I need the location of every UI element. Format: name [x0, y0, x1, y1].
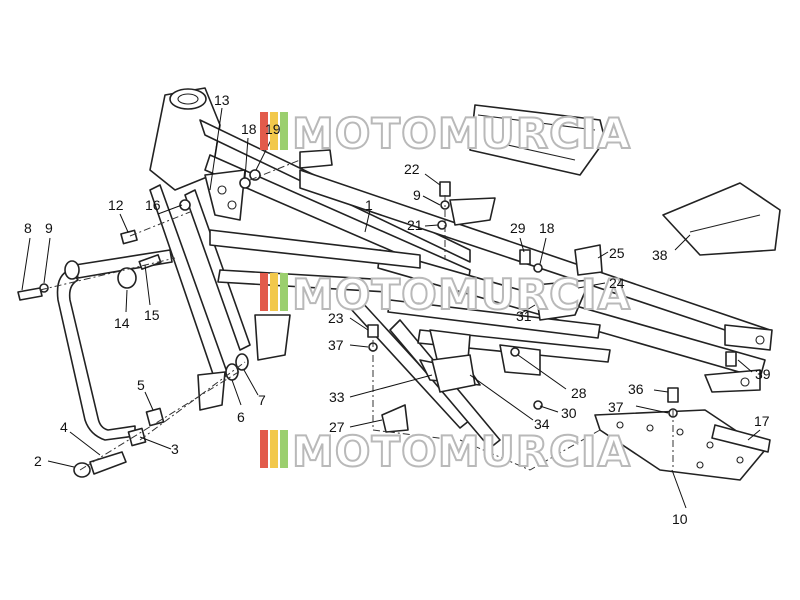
- callout-23: 23: [328, 310, 344, 326]
- callout-10: 10: [672, 511, 688, 527]
- callout-37-b: 37: [608, 399, 624, 415]
- callout-18: 18: [241, 121, 257, 137]
- callout-27: 27: [329, 419, 345, 435]
- crash-bar: [56, 249, 173, 441]
- callout-1: 1: [365, 197, 373, 213]
- callout-19: 19: [265, 121, 281, 137]
- callout-21: 21: [407, 217, 423, 233]
- callout-18-b: 18: [539, 220, 555, 236]
- callout-22: 22: [404, 161, 420, 177]
- watermark: MOTOMURCIA MOTOMURCIA MOTOMURCIA: [260, 108, 631, 477]
- watermark-text-bottom: MOTOMURCIA: [292, 427, 631, 476]
- callout-3: 3: [171, 441, 179, 457]
- callout-14: 14: [114, 315, 130, 331]
- callout-8: 8: [24, 220, 32, 236]
- callout-34: 34: [534, 416, 550, 432]
- callout-39: 39: [755, 366, 771, 382]
- callout-30: 30: [561, 405, 577, 421]
- callout-5: 5: [137, 377, 145, 393]
- callout-37: 37: [328, 337, 344, 353]
- assembly-lines: [39, 159, 674, 471]
- callout-9: 9: [45, 220, 53, 236]
- callout-33: 33: [329, 389, 345, 405]
- watermark-middle: MOTOMURCIA: [260, 269, 631, 320]
- callout-9-b: 9: [413, 187, 421, 203]
- callout-13: 13: [214, 92, 230, 108]
- callout-2: 2: [34, 453, 42, 469]
- callout-31: 31: [516, 308, 532, 324]
- callout-25: 25: [609, 245, 625, 261]
- callout-16: 16: [145, 197, 161, 213]
- seat-part: [469, 104, 606, 176]
- watermark-text-top: MOTOMURCIA: [292, 109, 631, 158]
- callout-17: 17: [754, 413, 770, 429]
- decal-part: [662, 182, 781, 256]
- callout-7: 7: [258, 392, 266, 408]
- callout-12: 12: [108, 197, 124, 213]
- callout-labels: 1 2 3 4 5 6 7 8 9 10 12 13 14 15 16 17 1…: [24, 92, 771, 527]
- callout-29: 29: [510, 220, 526, 236]
- watermark-top: MOTOMURCIA: [260, 108, 631, 159]
- callout-15: 15: [144, 307, 160, 323]
- watermark-bottom: MOTOMURCIA: [260, 426, 631, 477]
- callout-28: 28: [571, 385, 587, 401]
- callout-4: 4: [60, 419, 68, 435]
- leader-lines: [21, 107, 761, 509]
- callout-38: 38: [652, 247, 668, 263]
- watermark-text-middle: MOTOMURCIA: [292, 270, 631, 319]
- callout-24: 24: [609, 275, 625, 291]
- callout-36: 36: [628, 381, 644, 397]
- callout-6: 6: [237, 409, 245, 425]
